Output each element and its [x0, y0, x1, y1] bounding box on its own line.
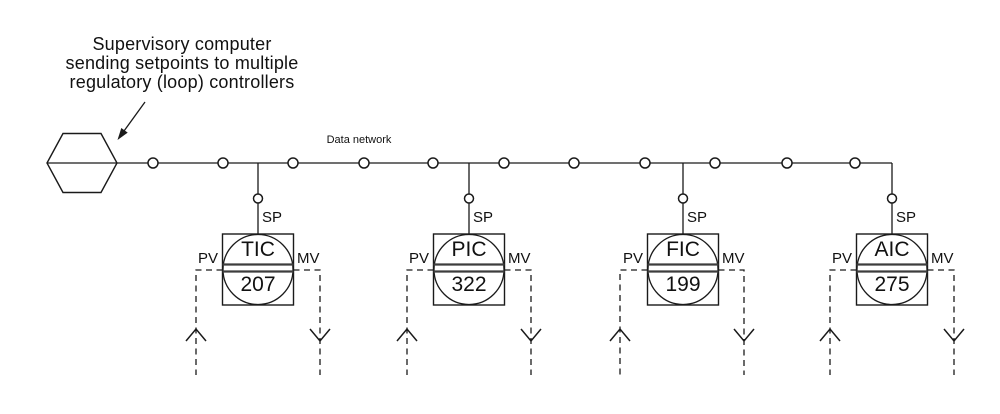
caption-line: regulatory (loop) controllers	[69, 72, 295, 92]
pv-label: PV	[408, 250, 429, 267]
data-network-label: Data network	[326, 134, 392, 146]
controller-number: 207	[240, 273, 276, 296]
pv-up-arrow-icon	[819, 327, 841, 342]
data-network-bus	[117, 157, 892, 169]
bus-node-circle	[781, 157, 793, 169]
controller-symbol-tic	[185, 163, 331, 375]
annotation-arrow-head-icon	[117, 128, 128, 140]
controller-circle	[647, 233, 719, 306]
controller-number: 275	[874, 273, 910, 296]
bus-node-circle	[568, 157, 580, 169]
pv-label: PV	[831, 250, 852, 267]
mv-down-arrow-icon	[309, 328, 331, 343]
controller-number: 199	[665, 273, 701, 296]
sp-label: SP	[896, 209, 917, 226]
mv-label: MV	[931, 250, 954, 267]
controller-circle	[433, 233, 505, 306]
shared-display-band	[647, 263, 719, 273]
mv-label: MV	[508, 250, 531, 267]
mv-label: MV	[297, 250, 320, 267]
mv-down-arrow-icon	[733, 328, 755, 343]
mv-down-arrow-icon	[520, 328, 542, 343]
bus-node-circle	[639, 157, 651, 169]
sp-node-circle	[886, 193, 898, 204]
controller-tag: PIC	[451, 238, 487, 261]
annotation-arrow	[117, 101, 146, 140]
controller-number: 322	[451, 273, 487, 296]
controller-tag: AIC	[874, 238, 910, 261]
mv-label: MV	[722, 250, 745, 267]
bus-node-circle	[358, 157, 370, 169]
controller-symbol-fic	[609, 163, 755, 375]
bus-node-circle	[498, 157, 510, 169]
sp-node-circle	[252, 193, 264, 204]
controller-circle	[222, 233, 294, 306]
shared-display-band	[856, 263, 928, 273]
sp-label: SP	[262, 209, 283, 226]
bus-node-circle	[709, 157, 721, 169]
controller-circle	[856, 233, 928, 306]
bus-node-circle	[427, 157, 439, 169]
shared-display-band	[433, 263, 505, 273]
controller-tag: FIC	[666, 238, 700, 261]
bus-node-circle	[147, 157, 159, 169]
pv-up-arrow-icon	[396, 327, 418, 342]
sp-node-circle	[463, 193, 475, 204]
shared-display-band	[222, 263, 294, 273]
pv-up-arrow-icon	[185, 327, 207, 342]
sp-label: SP	[473, 209, 494, 226]
controller-symbol-pic	[396, 163, 542, 375]
pv-label: PV	[622, 250, 643, 267]
bus-node-circle	[287, 157, 299, 169]
caption: Supervisory computer sending setpoints t…	[36, 35, 328, 92]
controller-symbol-aic	[819, 163, 965, 375]
controller-tag: TIC	[241, 238, 275, 261]
caption-line: Supervisory computer	[92, 34, 272, 54]
pv-up-arrow-icon	[609, 327, 631, 342]
mv-down-arrow-icon	[943, 328, 965, 343]
annotation-arrow-line	[123, 101, 146, 132]
caption-line: sending setpoints to multiple	[65, 53, 299, 73]
bus-node-circle	[217, 157, 229, 169]
sp-node-circle	[677, 193, 689, 204]
pv-label: PV	[197, 250, 218, 267]
supervisory-computer-symbol	[46, 132, 118, 194]
bus-node-circle	[849, 157, 861, 169]
sp-label: SP	[687, 209, 708, 226]
